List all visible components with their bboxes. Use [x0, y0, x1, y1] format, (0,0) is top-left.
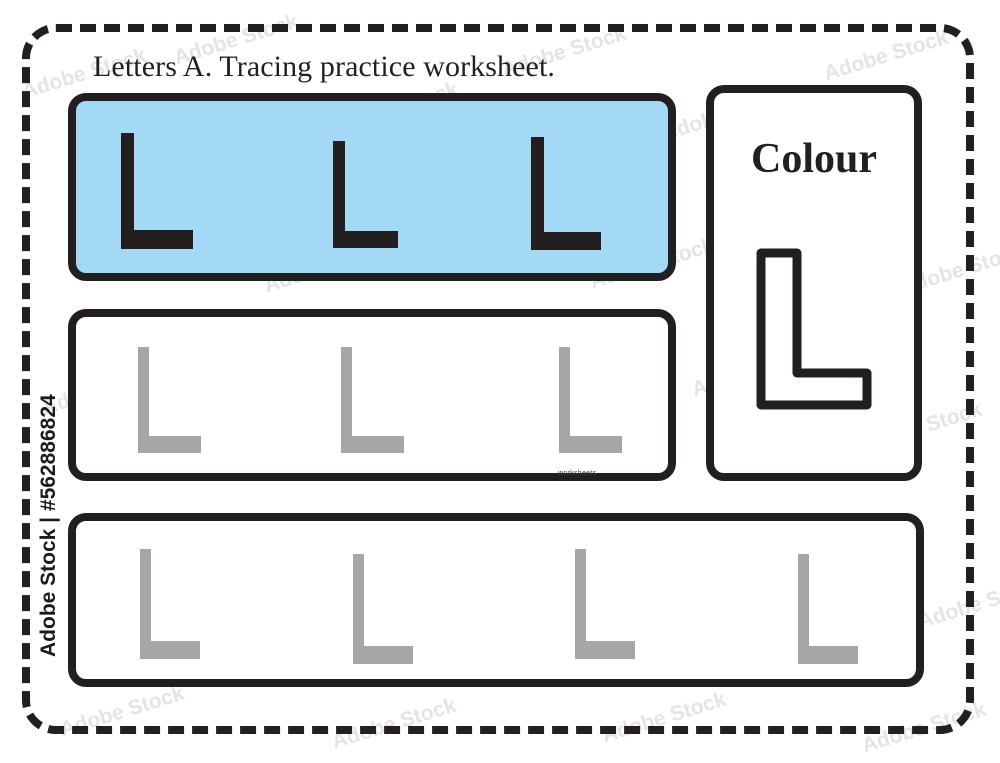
letter-stem [531, 137, 544, 250]
letter-stem [353, 554, 364, 664]
letter-l-ghost[interactable] [138, 347, 201, 453]
letter-foot [798, 646, 858, 664]
letter-foot [575, 641, 635, 659]
letter-l-ghost[interactable] [341, 347, 404, 453]
tracing-row-one-panel[interactable] [68, 309, 676, 481]
letter-foot [559, 436, 622, 453]
letter-foot [531, 231, 601, 250]
letter-stem [333, 141, 345, 248]
letter-stem [121, 133, 134, 249]
letter-stem [341, 347, 353, 453]
letter-foot [353, 646, 413, 664]
colour-outline-letter-l[interactable] [753, 245, 875, 413]
letter-stem [559, 347, 571, 453]
letter-stem [140, 549, 151, 659]
colour-heading: Colour [751, 136, 877, 182]
letter-l-ghost[interactable] [798, 554, 858, 664]
letter-foot [140, 641, 200, 659]
tracing-row-two-letters [76, 521, 916, 679]
example-letters-panel [68, 93, 676, 281]
letter-l-solid [531, 137, 601, 250]
letter-stem [138, 347, 150, 453]
letter-stem [798, 554, 809, 664]
letter-foot [333, 230, 398, 248]
letter-foot [121, 230, 193, 249]
letter-foot [138, 436, 201, 453]
letter-l-ghost[interactable] [575, 549, 635, 659]
tracing-row-two-panel[interactable] [68, 513, 924, 687]
letter-l-ghost[interactable] [140, 549, 200, 659]
worksheet-dashed-border [22, 24, 974, 734]
letter-l-solid [121, 133, 193, 249]
example-letters-row [76, 101, 668, 273]
letter-l-ghost[interactable] [559, 347, 622, 453]
letter-foot [341, 436, 404, 453]
tracing-row-one-letters [76, 317, 668, 473]
letter-stem [575, 549, 586, 659]
letter-l-ghost[interactable] [353, 554, 413, 664]
colour-activity-panel[interactable]: Colour [706, 85, 922, 481]
page-title: Letters A. Tracing practice worksheet. [93, 50, 556, 83]
letter-l-solid [333, 141, 398, 248]
